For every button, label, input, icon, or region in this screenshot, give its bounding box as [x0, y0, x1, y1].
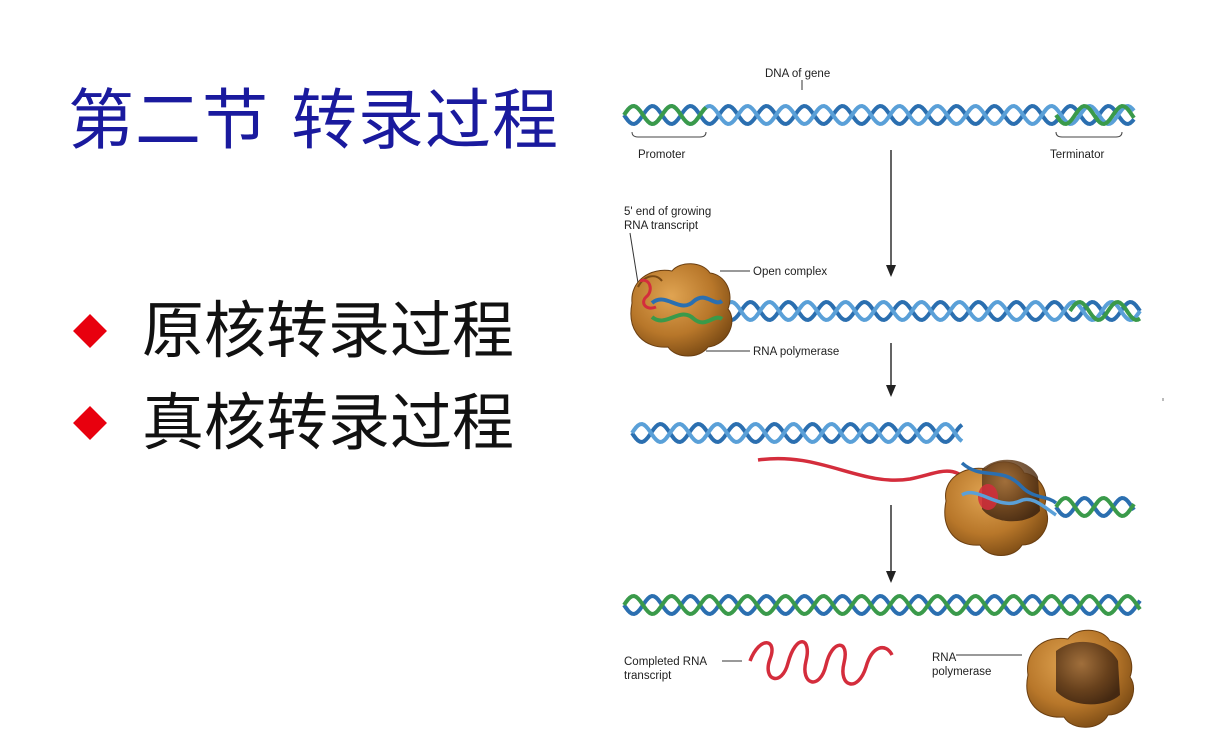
dna-strand-a — [622, 593, 1142, 617]
terminator-bracket — [1055, 131, 1123, 138]
dna-terminator-region — [1068, 299, 1142, 323]
label-promoter: Promoter — [638, 149, 685, 161]
bullet-item-prokaryotic: 原核转录过程 — [70, 285, 514, 377]
dna-strand-b — [720, 299, 1142, 323]
completed-rna-transcript — [748, 640, 894, 686]
dna-strand-b — [630, 421, 964, 445]
transcription-diagram-svg: DNA of gene Promoter Terminator 5' end o… — [622, 68, 1142, 728]
label-completed-rna-2: transcript — [624, 670, 672, 682]
label-growing-transcript-2: RNA transcript — [624, 220, 699, 232]
label-terminator: Terminator — [1050, 149, 1104, 161]
rna-polymerase-shape — [630, 263, 733, 357]
elongating-rna-transcript — [757, 456, 974, 485]
dna-helix-3 — [630, 421, 1136, 519]
dna-terminator-region — [1054, 103, 1136, 127]
slide-title: 第二节 转录过程 — [68, 82, 559, 159]
arrow-down-icon — [886, 265, 896, 277]
dna-strand-a — [622, 103, 1136, 127]
bullet-text: 原核转录过程 — [142, 294, 515, 367]
label-rna-polymerase-free-2: polymerase — [932, 666, 991, 678]
stray-mark — [1162, 398, 1164, 401]
bullet-list: 原核转录过程 真核转录过程 — [70, 285, 514, 469]
dna-promoter-region — [622, 103, 708, 127]
label-rna-polymerase: RNA polymerase — [753, 346, 839, 358]
label-completed-rna-1: Completed RNA — [624, 656, 707, 668]
arrow-down-icon — [886, 571, 896, 583]
dna-strand-b — [622, 593, 1142, 617]
dna-strand-a — [630, 421, 964, 445]
polymerase-fold — [637, 275, 663, 288]
label-growing-transcript-1: 5' end of growing — [624, 206, 711, 218]
dna-helix-2 — [720, 299, 1142, 323]
dna-strand-b-downstream — [1054, 495, 1136, 519]
free-rna-polymerase — [1026, 629, 1135, 728]
label-rna-polymerase-free-1: RNA — [932, 652, 957, 664]
red-diamond-bullet-icon — [73, 406, 107, 440]
dna-strand-b — [622, 103, 1136, 127]
red-diamond-bullet-icon — [73, 314, 107, 348]
unwound-dna-strand-a — [650, 295, 724, 308]
polymerase-dark-subunit — [1056, 641, 1120, 705]
transcription-diagram: DNA of gene Promoter Terminator 5' end o… — [610, 55, 1145, 745]
pointer-line — [629, 232, 639, 284]
arrow-down-icon — [886, 385, 896, 397]
dna-helix-4 — [622, 593, 1142, 617]
promoter-bracket — [631, 131, 707, 138]
unwound-dna-strand-b — [961, 491, 1057, 517]
unwound-dna-strand-b — [650, 312, 724, 325]
rna-polymerase-elongation — [944, 459, 1058, 556]
dna-helix-1 — [622, 103, 1136, 127]
bullet-item-eukaryotic: 真核转录过程 — [70, 377, 514, 469]
bullet-text: 真核转录过程 — [142, 386, 515, 459]
label-dna-of-gene: DNA of gene — [765, 68, 830, 80]
unwound-dna-strand-a — [960, 461, 1058, 505]
growing-rna-transcript — [639, 278, 657, 310]
rna-polymerase-open-complex — [630, 263, 733, 357]
label-open-complex: Open complex — [753, 266, 827, 278]
